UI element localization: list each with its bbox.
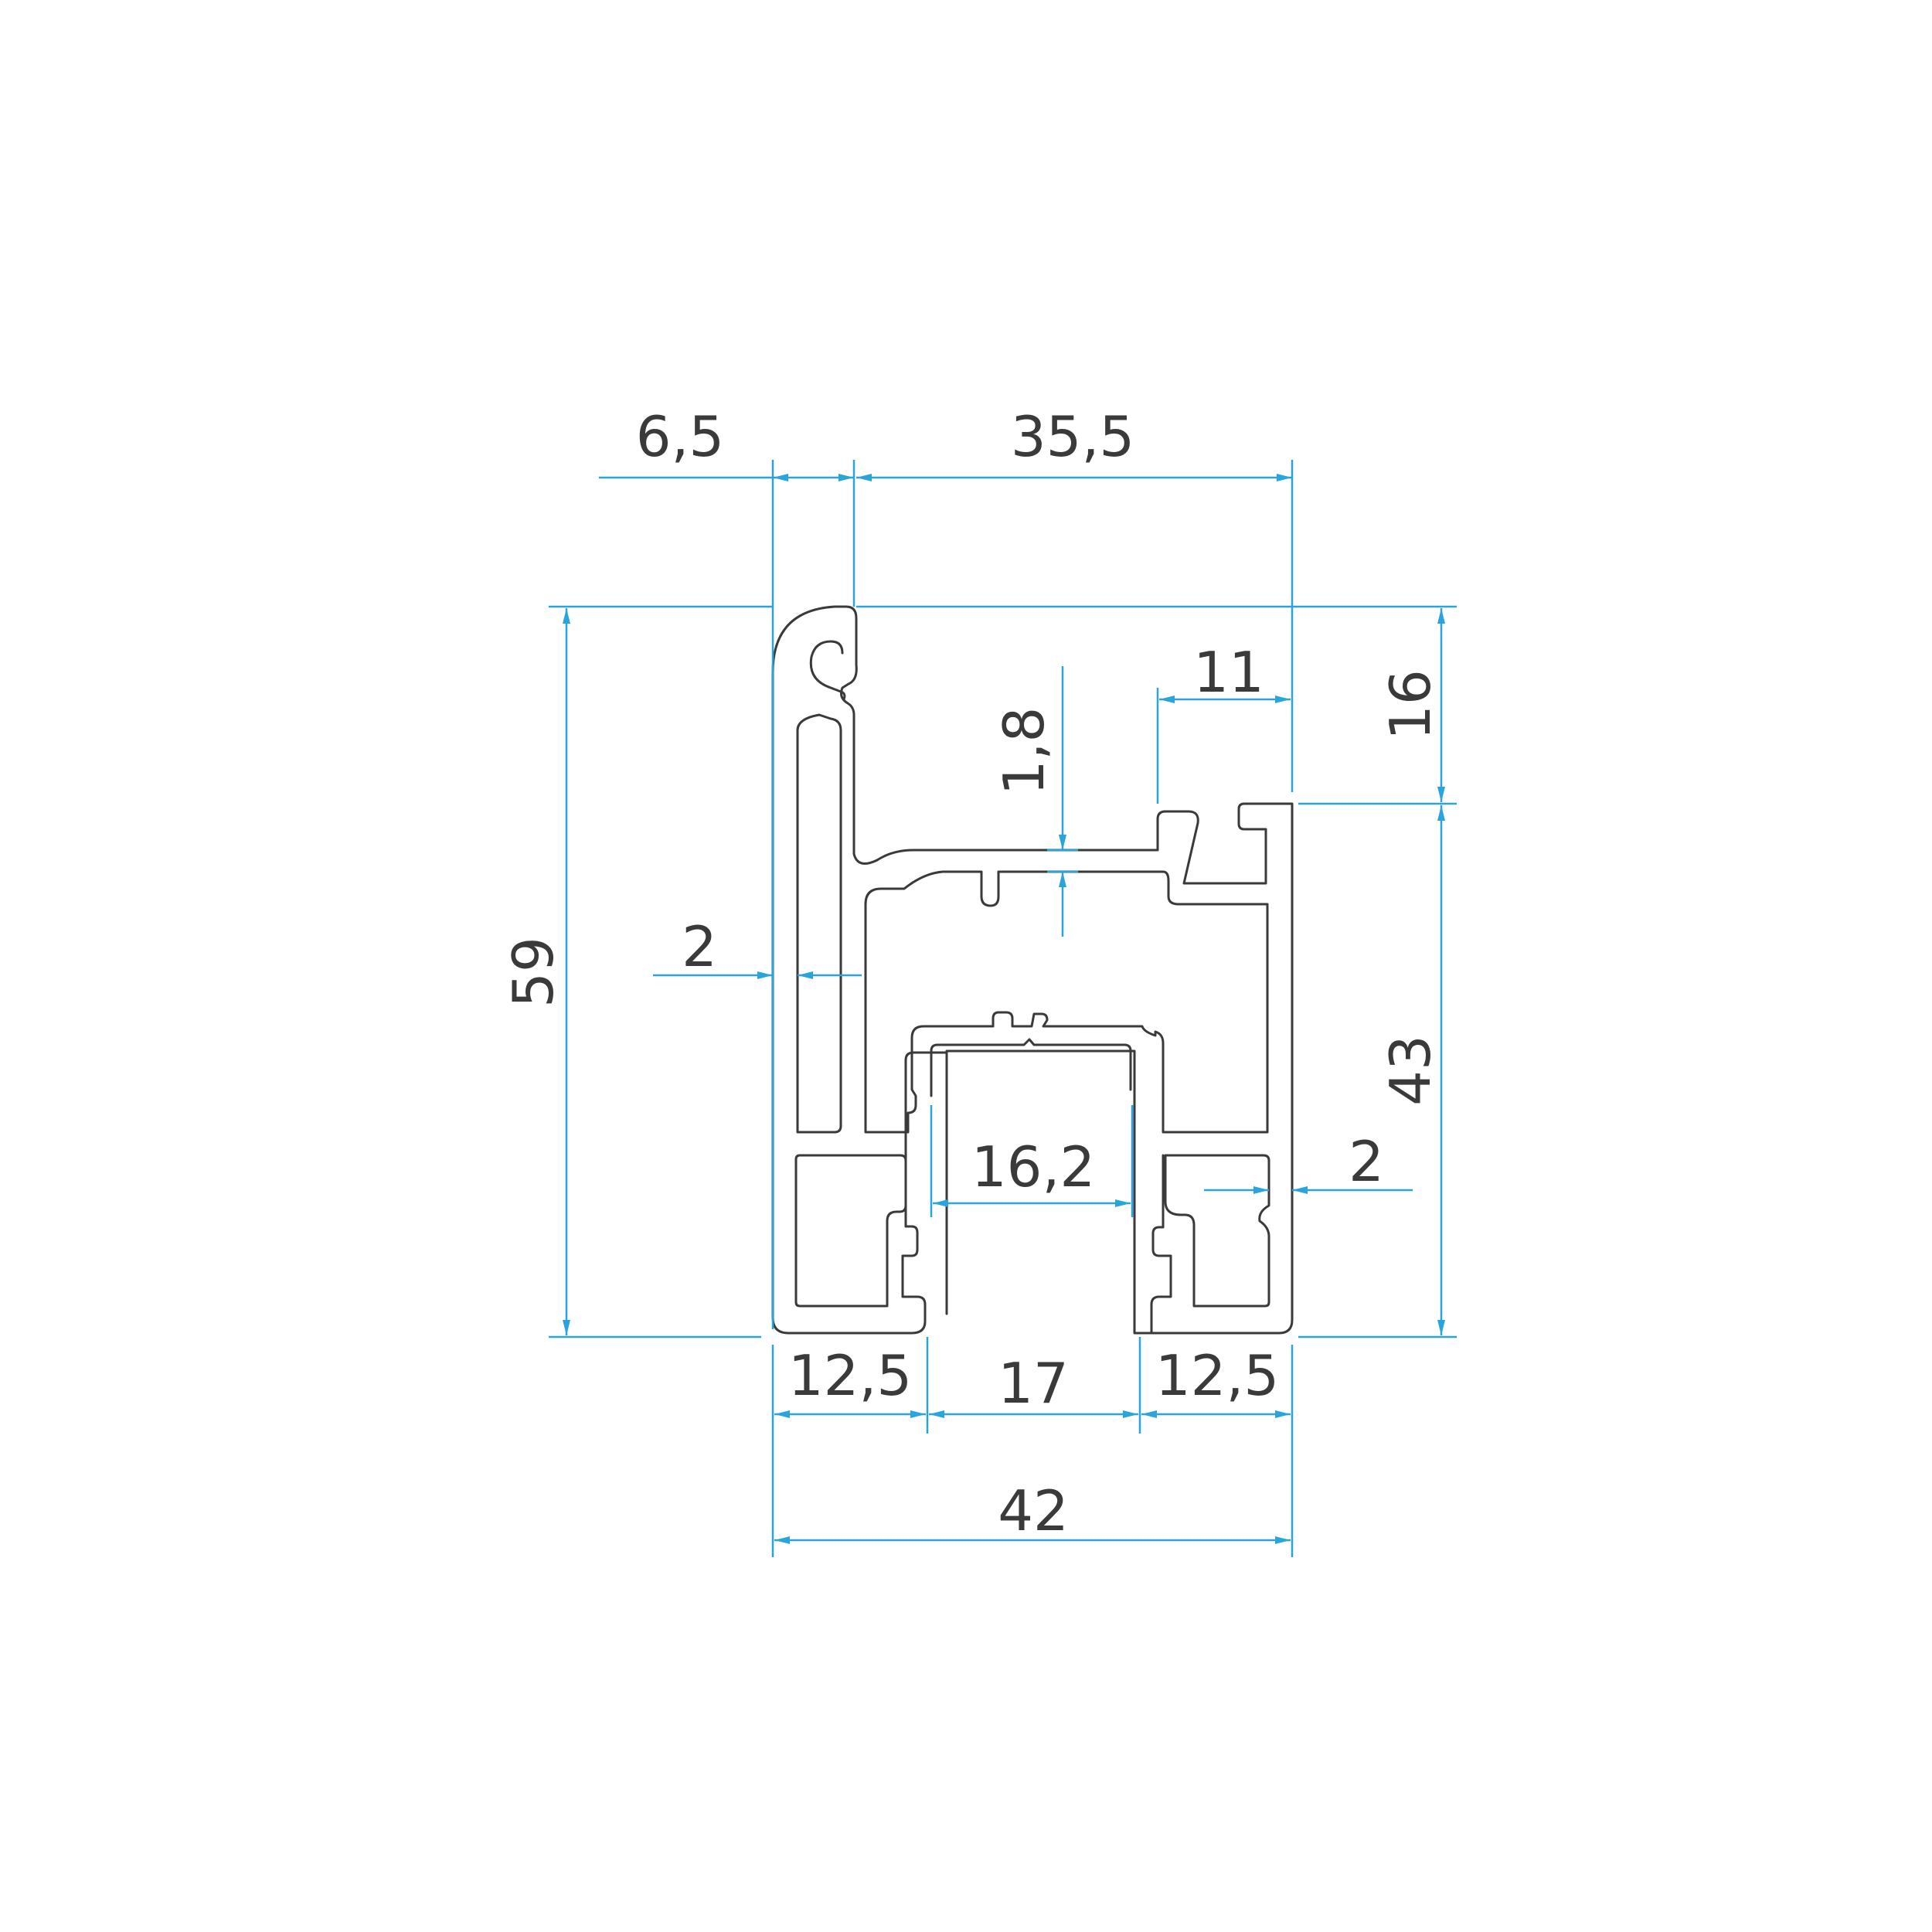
dimension-labels: 6,5 35,5 59 16 43 11 1,8 2 2 16,2 12,5 1…	[501, 404, 1443, 1543]
extension-lines	[549, 460, 1457, 1557]
label-bottom-right: 12,5	[1155, 1343, 1279, 1408]
label-bottom-gap: 17	[998, 1351, 1069, 1416]
upper-chamber	[864, 870, 1269, 1134]
label-total-height: 59	[501, 937, 566, 1008]
label-web-thickness: 1,8	[992, 707, 1056, 796]
label-top-right-width: 35,5	[1011, 404, 1134, 469]
right-clip	[1150, 1154, 1172, 1335]
track-channel	[930, 1038, 1132, 1097]
label-lower-height: 43	[1378, 1035, 1443, 1106]
label-top-left-width: 6,5	[636, 404, 725, 469]
left-slot	[796, 713, 842, 1134]
label-upper-height: 16	[1378, 669, 1443, 740]
label-right-wall: 2	[1349, 1129, 1384, 1194]
label-channel-width: 16,2	[971, 1134, 1095, 1199]
label-bottom-left: 12,5	[788, 1343, 912, 1408]
outer-contour	[771, 605, 1294, 1335]
bottom-right-chamber	[1164, 1154, 1270, 1308]
hook-cavity	[809, 640, 846, 701]
bottom-left-chamber	[794, 1154, 907, 1308]
label-total-width: 42	[998, 1478, 1069, 1543]
label-flange-width: 11	[1193, 640, 1264, 705]
profile-outline	[771, 605, 1294, 1335]
label-left-wall: 2	[682, 914, 717, 979]
dimension-lines	[563, 474, 1445, 1544]
